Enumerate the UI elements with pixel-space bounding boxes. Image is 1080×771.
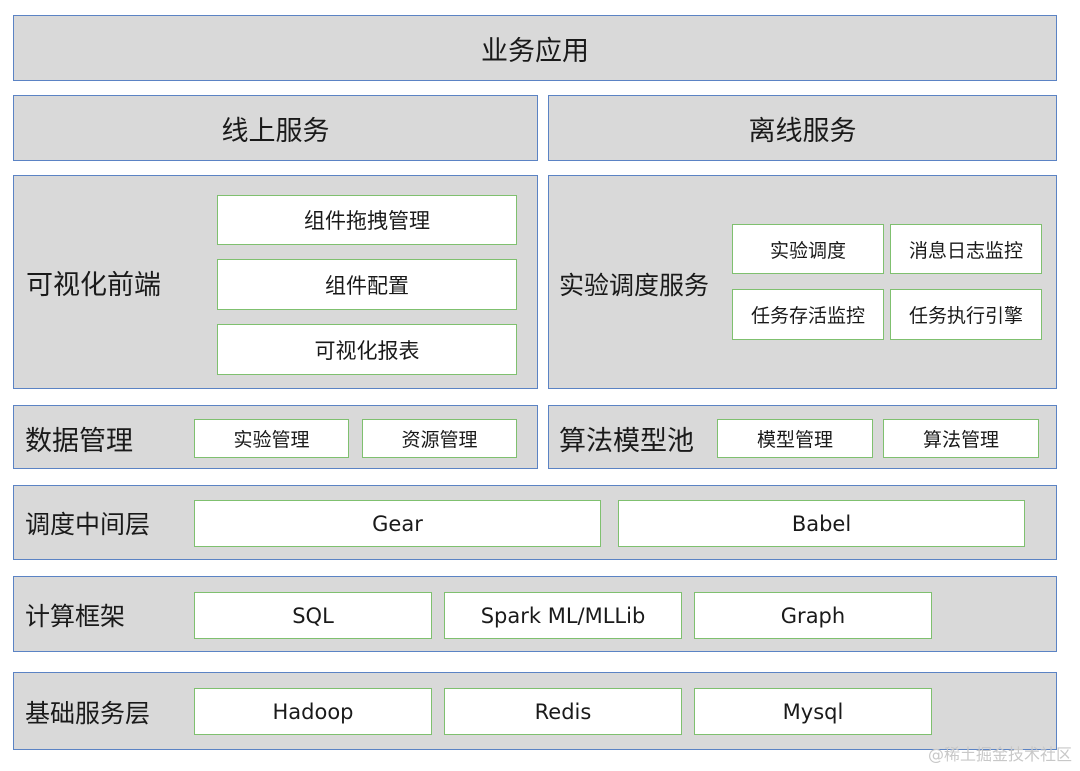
scheduling-middleware-panel: 调度中间层 Gear Babel	[13, 485, 1057, 560]
base-service-title: 基础服务层	[25, 699, 151, 728]
scheduling-middleware-title: 调度中间层	[25, 510, 151, 539]
compute-framework-title: 计算框架	[25, 602, 126, 631]
experiment-management-box: 实验管理	[194, 419, 349, 458]
visual-frontend-panel: 可视化前端 组件拖拽管理 组件配置 可视化报表	[13, 175, 538, 389]
sql-box: SQL	[194, 592, 432, 639]
business-application-layer: 业务应用	[13, 15, 1057, 81]
message-log-monitor-box: 消息日志监控	[890, 224, 1042, 274]
experiment-scheduling-title: 实验调度服务	[559, 271, 710, 300]
component-config-box: 组件配置	[217, 259, 517, 310]
gear-box: Gear	[194, 500, 601, 547]
babel-box: Babel	[618, 500, 1025, 547]
experiment-scheduling-panel: 实验调度服务 实验调度 消息日志监控 任务存活监控 任务执行引擎	[548, 175, 1057, 389]
algorithm-model-pool-panel: 算法模型池 模型管理 算法管理	[548, 405, 1057, 469]
algorithm-model-pool-title: 算法模型池	[559, 425, 694, 457]
watermark-text: @稀土掘金技术社区	[927, 745, 1072, 764]
algorithm-management-box: 算法管理	[883, 419, 1039, 458]
data-management-panel: 数据管理 实验管理 资源管理	[13, 405, 538, 469]
online-service-title: 线上服务	[221, 115, 330, 147]
online-service-panel: 线上服务	[13, 95, 538, 161]
visual-report-box: 可视化报表	[217, 324, 517, 375]
offline-service-panel: 离线服务	[548, 95, 1057, 161]
mysql-box: Mysql	[694, 688, 932, 735]
task-alive-monitor-box: 任务存活监控	[732, 289, 884, 340]
resource-management-box: 资源管理	[362, 419, 517, 458]
base-service-panel: 基础服务层 Hadoop Redis Mysql	[13, 672, 1057, 750]
spark-mllib-box: Spark ML/MLLib	[444, 592, 682, 639]
visual-frontend-title: 可视化前端	[26, 269, 161, 301]
model-management-box: 模型管理	[717, 419, 873, 458]
business-application-title: 业务应用	[481, 35, 589, 67]
experiment-schedule-box: 实验调度	[732, 224, 884, 274]
component-drag-management-box: 组件拖拽管理	[217, 195, 517, 245]
offline-service-title: 离线服务	[748, 115, 857, 147]
redis-box: Redis	[444, 688, 682, 735]
data-management-title: 数据管理	[25, 425, 133, 457]
task-execution-engine-box: 任务执行引擎	[890, 289, 1042, 340]
hadoop-box: Hadoop	[194, 688, 432, 735]
compute-framework-panel: 计算框架 SQL Spark ML/MLLib Graph	[13, 576, 1057, 652]
graph-box: Graph	[694, 592, 932, 639]
